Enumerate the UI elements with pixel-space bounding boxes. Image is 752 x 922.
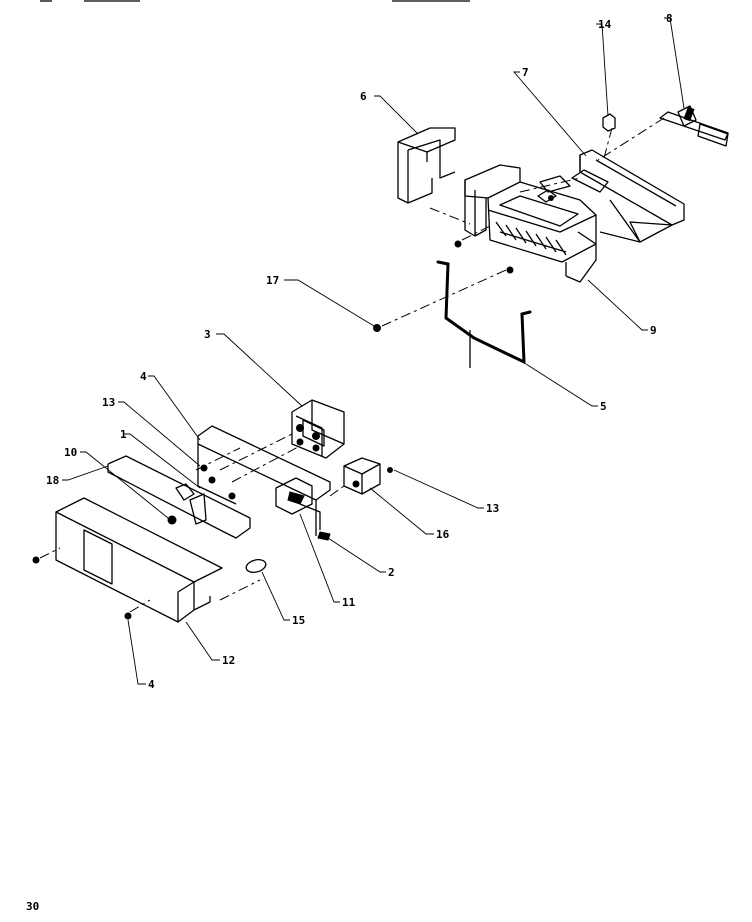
callout-14: 14 — [598, 18, 612, 31]
callout-13-left: 13 — [102, 396, 115, 409]
callout-3: 3 — [204, 328, 211, 341]
page-number: 30 — [26, 900, 40, 913]
part-8-bracket — [659, 105, 729, 147]
callout-9: 9 — [650, 324, 657, 337]
callout-17: 17 — [266, 274, 279, 287]
alignment-lines-upper — [381, 117, 665, 327]
callout-13-right: 13 — [486, 502, 499, 515]
callout-4-bottom: 4 — [148, 678, 155, 691]
part-14-clip — [602, 113, 616, 132]
part-9-icemaker — [454, 164, 597, 283]
part-5-wire-harness — [436, 260, 532, 368]
part-12-housing — [32, 497, 223, 623]
callout-8: 8 — [666, 12, 673, 25]
icemaker-tray-ribs — [495, 221, 567, 256]
part-7-rail — [571, 149, 685, 243]
callout-2: 2 — [388, 566, 395, 579]
callout-16: 16 — [436, 528, 450, 541]
callout-10: 10 — [64, 446, 77, 459]
part-18-inner-frame — [107, 455, 251, 539]
part-15-grommet — [245, 559, 267, 573]
callout-5: 5 — [600, 400, 607, 413]
part-3-module — [291, 399, 345, 459]
callout-6: 6 — [360, 90, 367, 103]
callout-7: 7 — [522, 66, 529, 79]
part-2-plate — [197, 425, 331, 541]
callout-1: 1 — [120, 428, 127, 441]
part-16-relay — [343, 457, 393, 495]
callout-12: 12 — [222, 654, 235, 667]
callout-18: 18 — [46, 474, 59, 487]
callout-11: 11 — [342, 596, 356, 609]
alignment-lines-lower — [39, 433, 345, 613]
leader-lines — [62, 17, 685, 685]
part-17-screw — [373, 324, 381, 332]
callout-4-top: 4 — [140, 370, 147, 383]
part-11-bracket — [275, 477, 313, 515]
part-6-cover — [397, 127, 456, 204]
callout-labels: 14 8 7 6 9 17 5 3 4 13 1 10 18 13 16 2 1… — [46, 12, 673, 691]
callout-15: 15 — [292, 614, 305, 627]
